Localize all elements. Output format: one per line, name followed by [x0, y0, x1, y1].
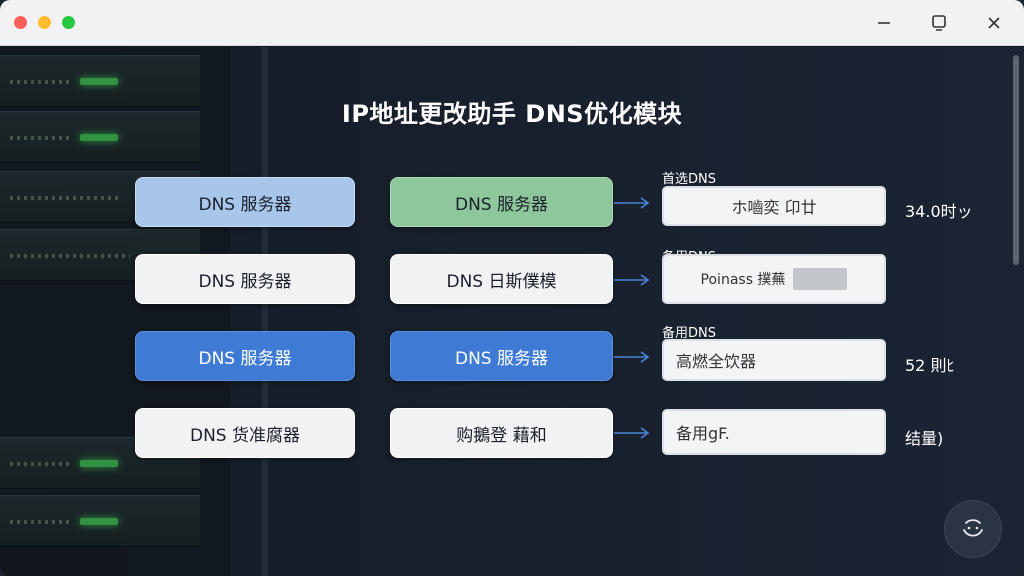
minimize-button[interactable] — [871, 10, 897, 36]
dns-server-button-3[interactable]: DNS 服务器 — [135, 331, 355, 381]
dns-log-button[interactable]: DNS 日斯僕模 — [390, 254, 613, 304]
secondary-dns-value: Poinass 撲蕪 — [700, 272, 786, 288]
dns-server-button-2[interactable]: DNS 服务器 — [135, 254, 355, 304]
rack-unit — [0, 111, 200, 163]
rack-unit — [0, 495, 200, 547]
dns-server-button-active[interactable]: DNS 服务器 — [390, 177, 613, 227]
dns-cache-button[interactable]: DNS 货准腐器 — [135, 408, 355, 458]
maximize-icon — [932, 15, 946, 31]
rack-led — [80, 518, 118, 525]
rack-ports — [10, 462, 70, 466]
close-icon — [988, 17, 1000, 29]
minimize-icon — [878, 22, 890, 24]
rack-ports — [10, 80, 70, 84]
rack-ports — [10, 254, 130, 258]
arrow-right-icon — [614, 351, 650, 363]
page-title: IP地址更改助手 DNS优化模块 — [341, 100, 683, 128]
close-dot-button[interactable] — [14, 16, 27, 29]
latency-value-3: 52 則ﾋ — [905, 356, 955, 375]
arrow-right-icon — [614, 197, 650, 209]
primary-dns-field[interactable]: ホ嚙奕 卬廿 — [662, 186, 886, 226]
close-button[interactable] — [981, 10, 1007, 36]
assistant-button[interactable] — [944, 500, 1002, 558]
rack-unit — [0, 55, 200, 107]
scrollbar-thumb[interactable] — [1013, 55, 1019, 265]
zoom-dot-button[interactable] — [62, 16, 75, 29]
title-bar — [0, 0, 1024, 46]
backup-dns-label: 备用DNS — [662, 326, 716, 341]
content-area — [0, 47, 1024, 576]
apply-button[interactable]: 购鵝登 藉和 — [390, 408, 613, 458]
maximize-button[interactable] — [926, 10, 952, 36]
latency-value-1: 34.0时ッ — [905, 202, 973, 221]
primary-dns-label: 首选DNS — [662, 172, 716, 187]
backup-dns-field[interactable]: 高燃全饮器 — [662, 339, 886, 381]
rack-rail — [262, 47, 268, 576]
smiley-icon — [963, 519, 983, 537]
rack-ports — [10, 136, 70, 140]
minimize-dot-button[interactable] — [38, 16, 51, 29]
rack-ports — [10, 196, 120, 200]
arrow-right-icon — [614, 274, 650, 286]
rack-led — [80, 78, 118, 85]
redacted-block — [793, 268, 848, 290]
result-value-4: 结量) — [905, 429, 944, 448]
rack-ports — [10, 520, 70, 524]
alternate-dns-field[interactable]: 备用gF. — [662, 409, 886, 455]
dns-server-button-4[interactable]: DNS 服务器 — [390, 331, 613, 381]
rack-led — [80, 460, 118, 467]
arrow-right-icon — [614, 427, 650, 439]
rack-led — [80, 134, 118, 141]
dns-server-button-1[interactable]: DNS 服务器 — [135, 177, 355, 227]
secondary-dns-field[interactable]: Poinass 撲蕪 — [662, 254, 886, 304]
